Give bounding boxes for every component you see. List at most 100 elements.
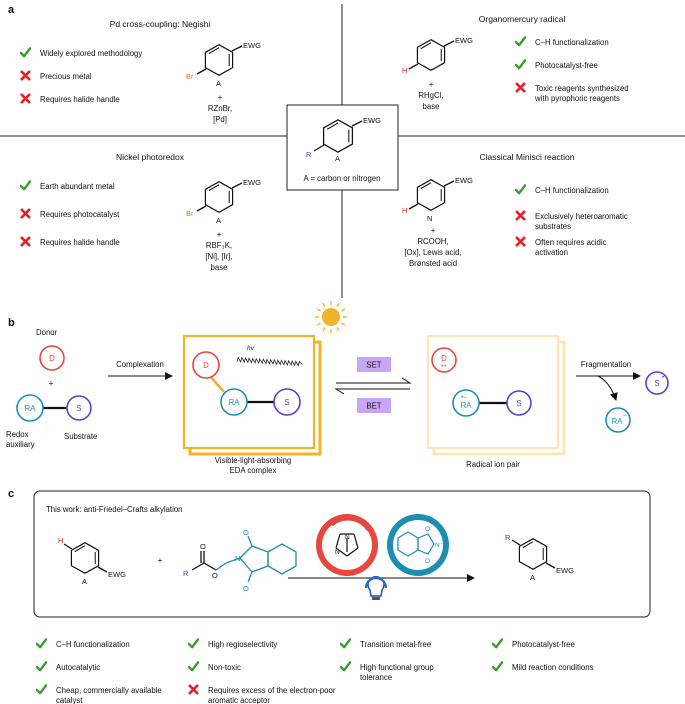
check-icon [492, 661, 503, 672]
ra-circle-1 [16, 394, 44, 422]
reagent-line: + [218, 93, 223, 102]
core-ewg-label: EWG [363, 116, 381, 125]
fragmentation-label: Fragmentation [581, 360, 631, 369]
panel-a-label: a [8, 4, 15, 16]
q2-ring [416, 39, 446, 71]
complexation-label: Complexation [116, 360, 164, 369]
c-ester-o: O [212, 571, 218, 580]
q4-h: H [402, 206, 407, 215]
c-prod-ewg: EWG [556, 566, 574, 575]
q2-item-text: Photocatalyst-free [535, 61, 598, 70]
check-icon [36, 684, 47, 695]
q3-ewg: EWG [243, 178, 261, 187]
cross-icon [515, 82, 526, 93]
redox-label-1: Redox [6, 430, 29, 439]
check-icon [515, 59, 526, 70]
sun-rays [315, 301, 347, 333]
dabco-n-top: N [345, 534, 350, 541]
c-prod-a: A [530, 573, 535, 582]
set-badge [357, 357, 391, 372]
ra-charge-3: •– [461, 394, 467, 401]
check-icon [515, 184, 526, 195]
reagent-line: [Ox], Lewis acid, [404, 248, 461, 257]
s-text-1: S [76, 404, 81, 413]
c-a: A [82, 577, 87, 586]
light-wave [236, 356, 303, 367]
feature-6-text-2: tolerance [360, 673, 392, 682]
rad-donor-d: D [441, 354, 447, 363]
check-icon [36, 661, 47, 672]
ra-anion-charge: – [623, 412, 627, 419]
eda-caption-2: EDA complex [230, 466, 277, 475]
cross-icon [188, 684, 199, 695]
q4-ring [416, 179, 446, 211]
core-ewg-bond [351, 120, 363, 127]
q3-a: A [216, 216, 221, 225]
c-ester-o-top: O [200, 542, 206, 551]
nhpi-ester [191, 535, 297, 583]
c-imide-o-top: O [243, 528, 249, 537]
cross-icon [20, 70, 31, 81]
q4-item-text: C–H functionalization [535, 186, 609, 195]
c-h-bond [63, 543, 73, 550]
reagent-line: + [217, 230, 222, 239]
rad-donor-circle [431, 347, 457, 373]
check-icon [20, 180, 31, 191]
bet-badge [357, 398, 391, 413]
q4-h-bond [408, 203, 419, 210]
reagent-line: base [423, 102, 440, 111]
reagent-line: + [431, 226, 436, 235]
feature-0-text: C–H functionalization [56, 640, 130, 649]
core-caption: A = carbon or nitrogen [304, 174, 381, 183]
eda-d-ra-link [209, 375, 225, 393]
check-icon [20, 47, 31, 58]
dabco-structure [335, 533, 359, 557]
q1-a: A [216, 79, 221, 88]
s-text-3: S [516, 399, 521, 408]
q3-item-text: Earth abundant metal [40, 182, 115, 191]
phthalimide-n: N⁻ [435, 542, 443, 549]
rad-donor-charge: •+ [441, 363, 447, 370]
ra-anion-circle [605, 407, 631, 433]
back-half-arrow [334, 388, 410, 395]
reagent-line: [Ni], [Ir], [205, 252, 232, 261]
dabco-cycle-arrow [331, 517, 370, 531]
q1-br: Br [186, 72, 194, 81]
core-a-label: A [335, 154, 340, 163]
c-plus: + [158, 555, 163, 565]
c-imide-n: N [235, 554, 240, 563]
q2-h: H [402, 66, 407, 75]
q3-title: Nickel photoredox [116, 152, 185, 162]
q1-ewg-bond [231, 45, 243, 52]
dabco-n-bot: N [335, 549, 340, 556]
feature-4-text: Autocatalytic [56, 663, 100, 672]
q4-item-text-2: activation [535, 248, 568, 257]
feature-8-text-2: catalyst [56, 696, 83, 704]
q3-ewg-bond [231, 182, 243, 189]
s-text-2: S [284, 398, 289, 407]
q1-title: Pd cross-coupling: Negishi [110, 19, 211, 29]
reagent-line: RZnBr, [208, 104, 232, 113]
phthalimide-o-bot: O [425, 558, 430, 565]
core-r-bond [313, 144, 325, 152]
check-icon [515, 36, 526, 47]
redox-label-2: auxiliary [6, 440, 35, 449]
feature-3-text: Photocatalyst-free [512, 640, 575, 649]
q3-br: Br [186, 209, 194, 218]
b-plus: + [49, 378, 54, 388]
cross-icon [20, 93, 31, 104]
q2-title: Organomercury radical [479, 14, 566, 24]
eda-donor-d: D [203, 361, 209, 370]
forward-half-arrow [336, 377, 412, 384]
reagent-line: Brønsted acid [409, 259, 457, 268]
feature-6-text: High functional group [360, 663, 434, 672]
donor-circle [39, 345, 65, 371]
s-radical-text: S [654, 379, 659, 388]
core-r-label: R [306, 150, 312, 159]
core-structure-box [286, 104, 399, 191]
q1-br-bond [196, 68, 207, 75]
q3-item-text: Requires halide handle [40, 238, 120, 247]
s-radical-dot: • [662, 374, 665, 381]
cross-icon [20, 208, 31, 219]
lightbulb-icon [364, 575, 388, 600]
